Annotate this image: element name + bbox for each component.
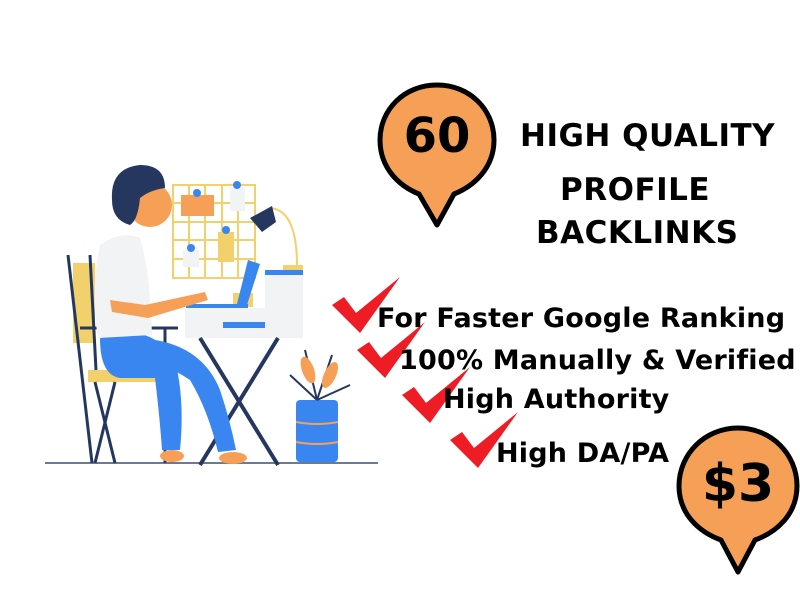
quantity-badge: 60 bbox=[374, 80, 500, 232]
illustration-person-at-desk bbox=[45, 165, 378, 467]
red-checkmark-icon bbox=[450, 412, 518, 468]
red-checkmark-icon bbox=[357, 322, 425, 378]
price-value: $3 bbox=[701, 454, 775, 514]
map-pin-icon bbox=[377, 82, 497, 228]
map-pin-icon bbox=[676, 425, 800, 575]
red-checkmark-icon bbox=[402, 367, 470, 423]
red-checkmark-icon bbox=[332, 277, 400, 333]
headline-line-2: PROFILE bbox=[560, 172, 711, 208]
price-badge: $3 bbox=[673, 420, 800, 580]
quantity-value: 60 bbox=[403, 108, 471, 164]
feature-high-da-pa: High DA/PA bbox=[496, 438, 670, 469]
feature-high-authority: High Authority bbox=[443, 384, 670, 415]
feature-manually-verified: 100% Manually & Verified bbox=[399, 345, 796, 376]
headline-line-1: HIGH QUALITY bbox=[520, 118, 776, 154]
headline-line-3: BACKLINKS bbox=[536, 215, 739, 251]
feature-faster-ranking: For Faster Google Ranking bbox=[377, 303, 786, 334]
